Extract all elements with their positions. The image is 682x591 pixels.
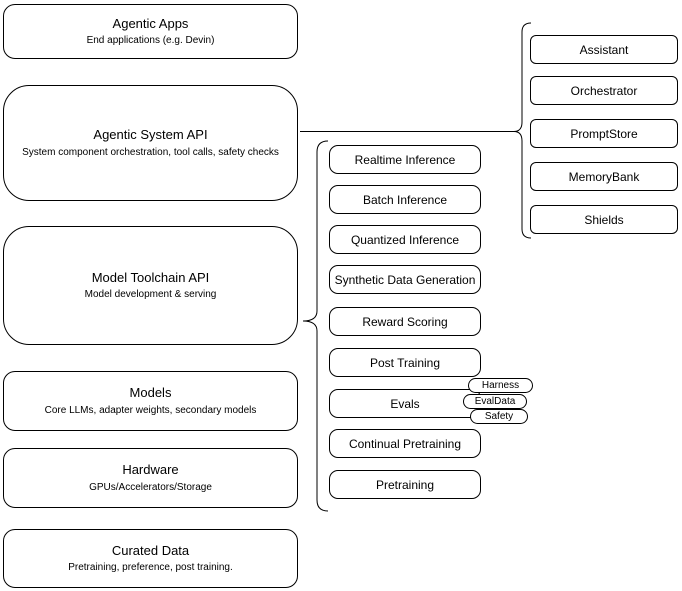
node-models: Models Core LLMs, adapter weights, secon… [3,371,298,431]
node-title: Model Toolchain API [91,269,210,285]
node-title: Curated Data [111,542,190,558]
node-curated-data: Curated Data Pretraining, preference, po… [3,529,298,588]
node-orchestrator: Orchestrator [530,76,678,105]
node-quantized-inference: Quantized Inference [329,225,481,254]
node-title: Models [129,385,172,401]
tag-evaldata: EvalData [463,394,527,409]
node-memorybank: MemoryBank [530,162,678,191]
system-components-brace [513,22,532,239]
node-batch-inference: Batch Inference [329,185,481,214]
tag-harness: Harness [468,378,533,393]
node-promptstore: PromptStore [530,119,678,148]
node-title: Hardware [122,462,179,478]
tag-safety: Safety [470,409,528,424]
node-agentic-system-api: Agentic System API System component orch… [3,85,298,201]
node-subtitle: End applications (e.g. Devin) [86,35,215,47]
node-realtime-inference: Realtime Inference [329,145,481,174]
node-pretraining: Pretraining [329,470,481,499]
toolchain-brace [302,140,329,512]
node-subtitle: GPUs/Accelerators/Storage [89,481,212,493]
node-subtitle: Model development & serving [84,289,217,301]
node-reward-scoring: Reward Scoring [329,307,481,336]
node-continual-pretraining: Continual Pretraining [329,429,481,458]
node-hardware: Hardware GPUs/Accelerators/Storage [3,448,298,508]
node-shields: Shields [530,205,678,234]
node-post-training: Post Training [329,348,481,377]
node-agentic-apps: Agentic Apps End applications (e.g. Devi… [3,4,298,59]
node-evals: Evals [329,389,481,418]
node-title: Agentic Apps [112,15,189,31]
node-synthetic-data-generation: Synthetic Data Generation [329,265,481,294]
node-subtitle: Core LLMs, adapter weights, secondary mo… [44,404,257,416]
node-assistant: Assistant [530,35,678,64]
node-title: Agentic System API [93,127,208,143]
node-subtitle: System component orchestration, tool cal… [22,146,279,158]
node-subtitle: Pretraining, preference, post training. [68,562,233,574]
node-model-toolchain-api: Model Toolchain API Model development & … [3,226,298,345]
